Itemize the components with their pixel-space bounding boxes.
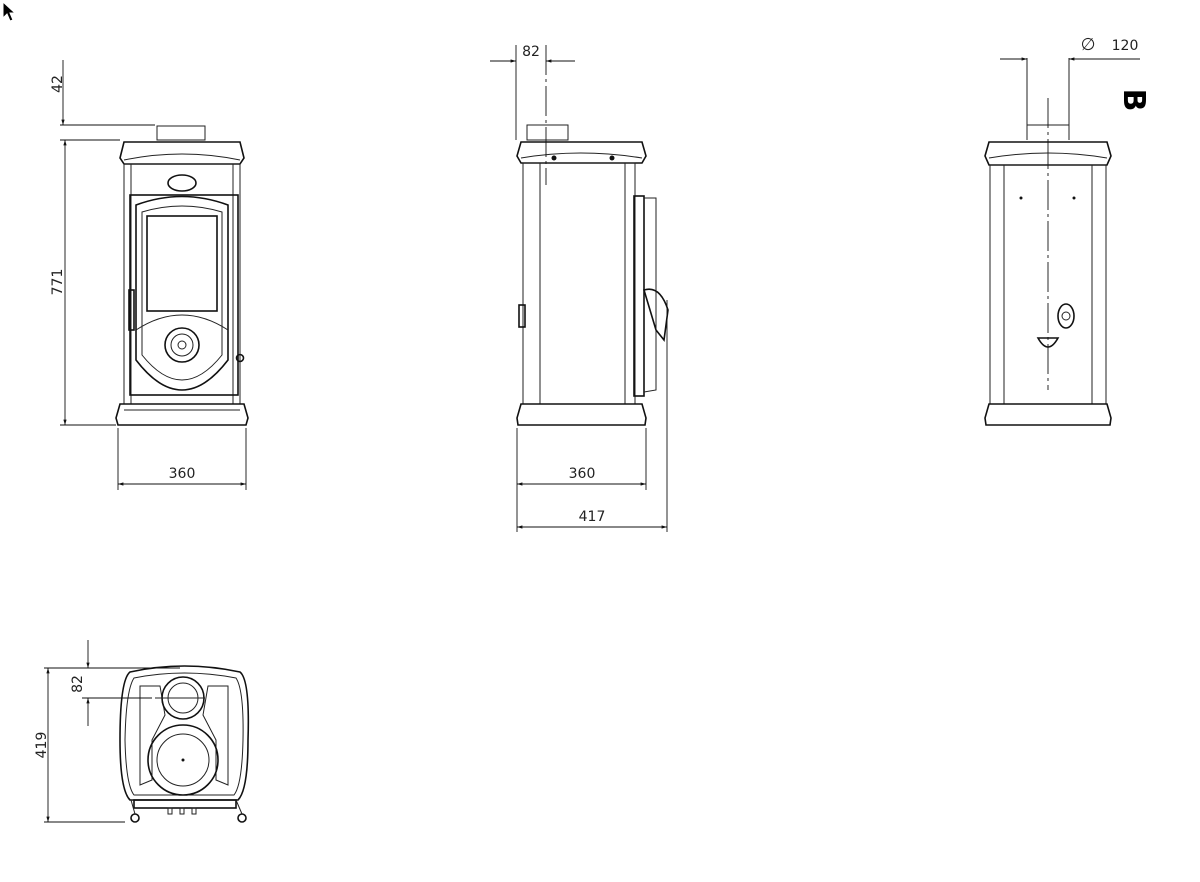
front-dim-flue-height: 42 (50, 75, 66, 93)
top-dim-flue-offset: 82 (70, 675, 86, 693)
rear-dim-flue-diameter: 120 (1112, 38, 1139, 54)
front-view: 42 771 360 (50, 60, 249, 490)
front-dim-width: 360 (169, 466, 196, 482)
side-dim-depth: 417 (579, 509, 606, 525)
top-view: 82 419 (34, 640, 250, 823)
front-dim-total-height: 771 (50, 269, 66, 296)
mouse-cursor-icon (2, 0, 17, 22)
rear-view: ∅ 120 B (984, 35, 1151, 426)
rear-diameter-symbol: ∅ (1081, 35, 1096, 55)
side-dim-width: 360 (569, 466, 596, 482)
side-view: 82 360 417 (490, 44, 669, 532)
rear-view-label: B (1116, 89, 1151, 112)
top-dim-depth: 419 (34, 732, 50, 759)
side-dim-flue-offset: 82 (522, 44, 540, 60)
